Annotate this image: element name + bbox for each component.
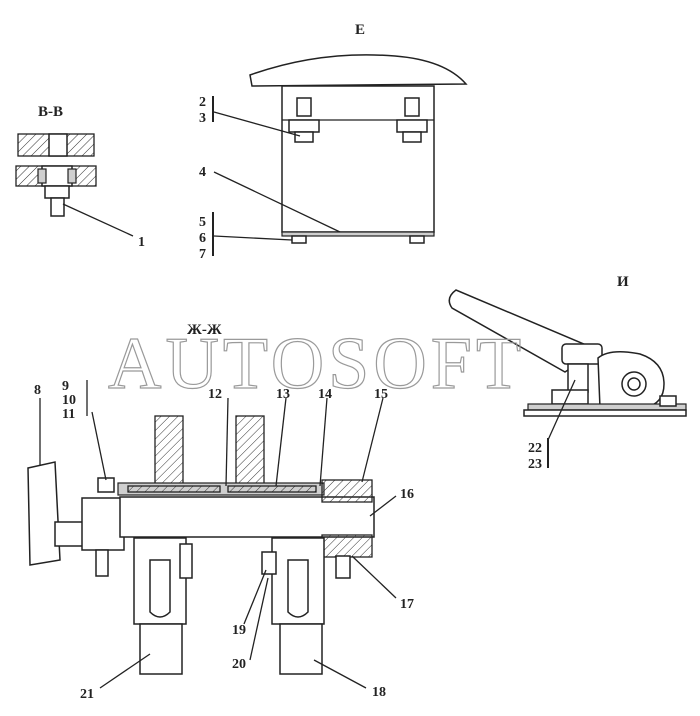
zh-pad-left [127,485,221,493]
leader-4 [213,171,341,233]
zh-fork-18-slot [287,559,309,618]
leader-2-3 [213,111,301,137]
callout-22: 22 [528,441,542,456]
section-bb-view: В-В [15,104,134,237]
e-nut-right [396,119,428,133]
callout-21: 21 [80,687,94,702]
callout-2: 2 [199,95,206,110]
callout-3: 3 [199,111,206,126]
zh-pin-left [95,549,109,577]
callout-14: 14 [318,387,332,402]
i-side-nut [659,395,677,407]
zh-pad-right [227,485,317,493]
leader-17 [351,555,397,599]
callout-23: 23 [528,457,542,472]
callout-13: 13 [276,387,290,402]
zh-hub [54,521,86,547]
i-lever-handle [448,289,600,373]
view-i-title: И [617,274,629,290]
zh-lever-hatched-1 [154,415,184,485]
e-bottom-nut-right [409,235,425,244]
e-bolt-right [404,97,420,117]
e-bottom-plate [281,231,435,237]
zh-rod-21 [139,623,183,675]
bb-bolt-end [50,197,65,217]
leader-15 [361,397,384,483]
leader-20 [249,577,269,661]
view-i: И [448,274,687,468]
leader-5-7 [213,235,293,241]
leader-16 [369,495,397,517]
callout-6: 6 [199,231,206,246]
callout-19: 19 [232,623,246,638]
zh-pin-right [335,555,351,579]
zh-shaft-16 [119,496,375,538]
callout-15: 15 [374,387,388,402]
view-e: Е [212,22,468,256]
leader-19 [243,569,267,625]
bb-lock-nut [44,185,70,199]
watermark: AUTOSOFT [108,323,525,405]
callout-12: 12 [208,387,222,402]
e-top-cover [249,54,468,87]
zh-fork-21-slot [149,559,171,618]
callout-10: 10 [62,393,76,408]
e-nut-left [288,119,320,133]
bb-bolt-head [48,133,68,157]
leader-13 [275,397,287,487]
e-bottom-nut-left [291,235,307,244]
callout-18: 18 [372,685,386,700]
leader-12 [225,397,229,487]
section-zhzh-title: Ж-Ж [187,322,222,338]
bb-washer-left [37,168,47,184]
callout-4: 4 [199,165,206,180]
i-base-underplate [523,409,687,417]
callout-7: 7 [199,247,206,262]
callout-8: 8 [34,383,41,398]
zh-bearing-15-top [321,479,373,503]
callout-1: 1 [138,235,145,250]
view-e-title: Е [355,22,365,38]
zh-bearing-17-bottom [321,534,373,558]
zh-lever-8 [27,461,61,566]
leader-9-11 [91,411,107,481]
e-washer-right [402,131,422,143]
leader-14 [319,397,328,487]
callout-5: 5 [199,215,206,230]
zh-nut-19-20 [261,551,277,575]
e-washer-left [294,131,314,143]
leader-21 [99,653,151,689]
zh-rod-18 [279,623,323,675]
i-knob [561,343,603,365]
leader-22-23 [547,379,576,441]
callout-17: 17 [400,597,414,612]
callout-9: 9 [62,379,69,394]
zh-nut-9-11 [97,477,115,493]
section-zhzh-view: Ж-Ж [27,322,397,689]
zh-lever-hatched-2 [235,415,265,485]
callout-16: 16 [400,487,414,502]
callout-11: 11 [62,407,75,422]
zh-bracket-left [81,497,125,551]
e-bolt-left [296,97,312,117]
callout-20: 20 [232,657,246,672]
zh-fork-21-side [179,543,193,579]
leader-18 [313,659,367,689]
leader-1 [62,203,134,237]
i-pivot-inner [627,377,641,391]
bb-washer-right [67,168,77,184]
callouts: 1 2 3 4 5 6 7 8 9 10 11 12 13 14 15 16 1… [34,95,542,702]
section-bb-title: В-В [38,104,63,120]
